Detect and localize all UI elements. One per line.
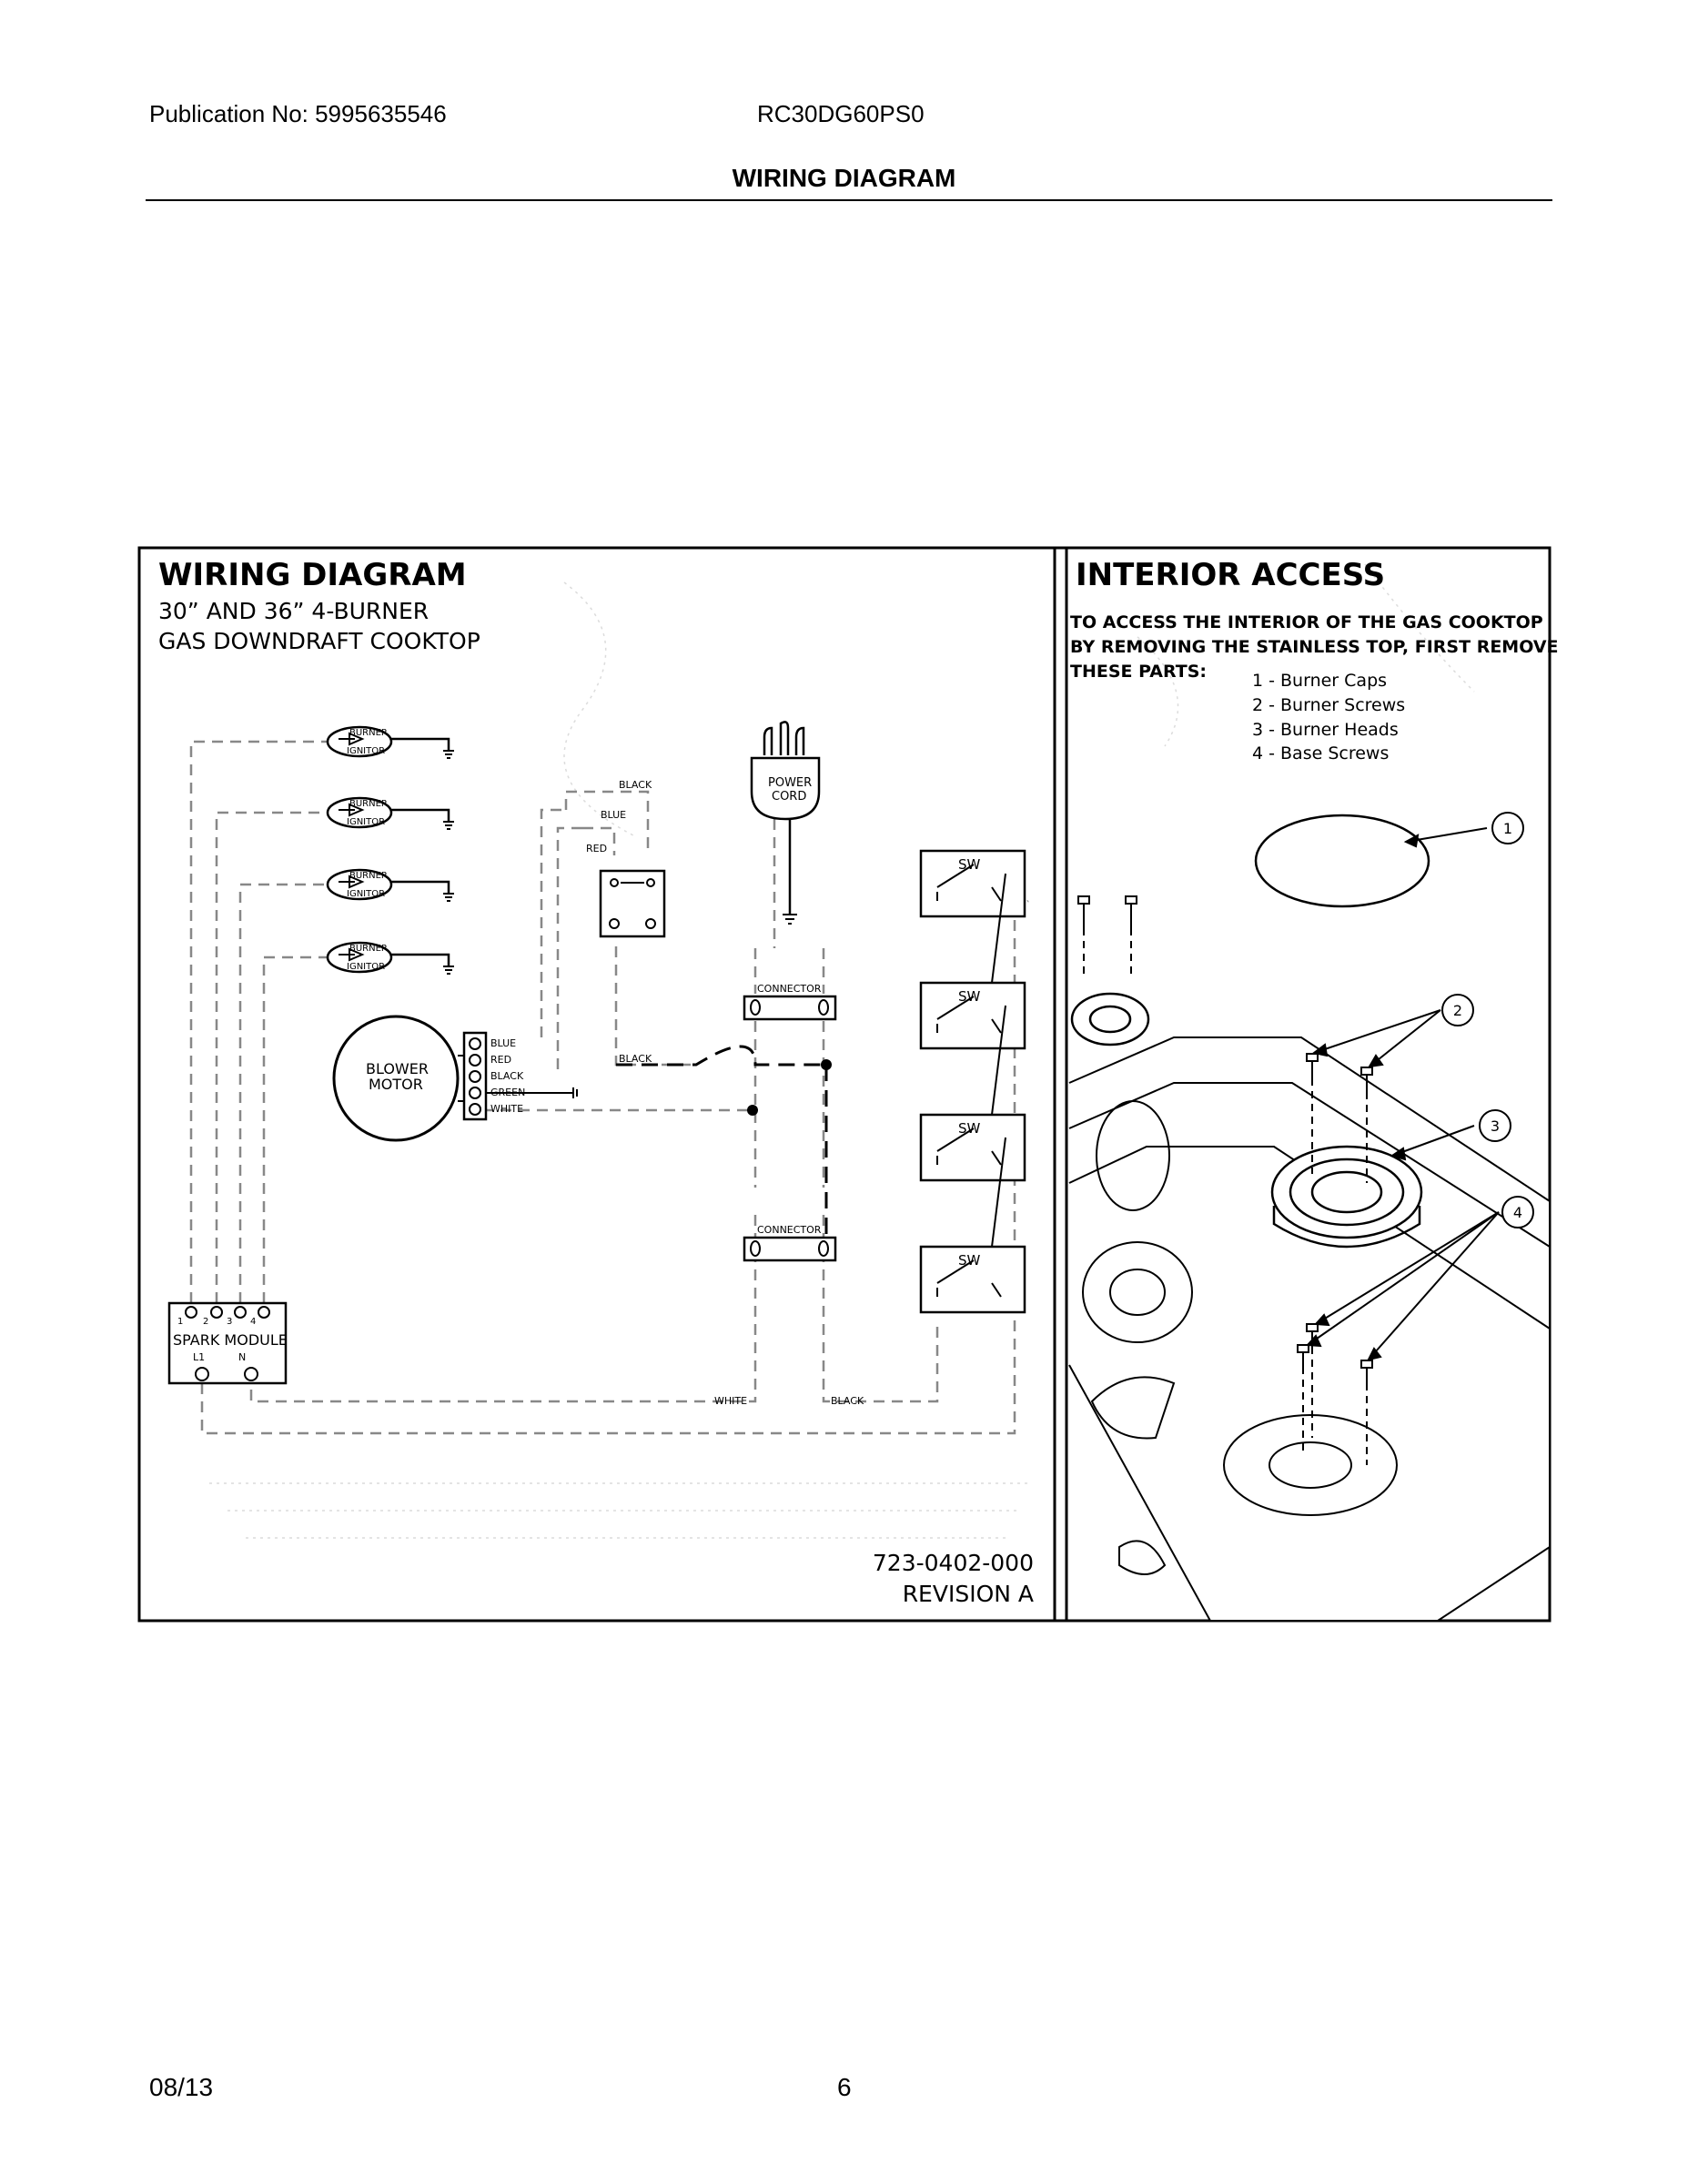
burner-head [1270,1145,1423,1249]
connector-bottom: CONNECTOR [743,1224,837,1262]
svg-text:1: 1 [1503,820,1512,837]
wiring-panel-title: WIRING DIAGRAM [158,557,467,593]
part-item-1: 1 - Burner Caps [1252,671,1387,691]
callout-leaders [1305,827,1500,1361]
burner-ignitor-2: BURNER IGNITOR [326,796,454,830]
motor-wire-green: GREEN [490,1087,525,1098]
svg-text:N: N [238,1351,246,1363]
motor-wire-white: WHITE [490,1103,523,1115]
black-wire-label-mid: BLACK [619,1053,652,1065]
svg-text:IGNITOR: IGNITOR [347,889,385,899]
svg-text:BURNER: BURNER [349,728,388,738]
publication-number: Publication No: 5995635546 [149,100,447,127]
page-title: WIRING DIAGRAM [732,164,956,192]
svg-text:3: 3 [1491,1117,1500,1135]
switch-label-3: SW [958,1120,981,1137]
part-item-3: 3 - Burner Heads [1252,720,1399,740]
svg-text:IGNITOR: IGNITOR [347,746,385,756]
switch-label-1: SW [958,856,981,873]
svg-text:BURNER: BURNER [349,799,388,809]
interior-instruction-2: BY REMOVING THE STAINLESS TOP, FIRST REM… [1070,637,1559,657]
svg-text:3: 3 [227,1317,232,1327]
burner-cap [1254,814,1430,908]
svg-text:2: 2 [203,1317,208,1327]
background-texture [209,563,1475,1539]
switch-label-4: SW [958,1252,981,1269]
burner-head-small [1070,992,1150,1046]
svg-text:CONNECTOR: CONNECTOR [757,983,822,995]
connector-top: CONNECTOR [743,983,837,1021]
motor-wire-black: BLACK [490,1070,524,1082]
svg-text:BURNER: BURNER [349,871,388,881]
part-number: 723-0402-000 [873,1550,1034,1576]
part-item-4: 4 - Base Screws [1252,743,1389,763]
wire-harness [189,740,1029,1435]
svg-text:L1: L1 [193,1351,205,1363]
screw-paths [1083,928,1368,1465]
wiring-subtitle-2: GAS DOWNDRAFT COOKTOP [158,628,480,654]
callout-1: 1 [1491,812,1524,844]
callout-4: 4 [1501,1196,1534,1228]
blower-motor: BLOWER MOTOR [332,1015,578,1142]
revision: REVISION A [903,1581,1034,1607]
relay-wire-blue: BLUE [601,809,626,821]
black-wire-label-bottom: BLACK [831,1395,864,1407]
svg-text:SPARK MODULE: SPARK MODULE [173,1331,288,1349]
junction-dot [821,1059,832,1070]
spark-module: 1 2 3 4 SPARK MODULE L1 N [167,1301,288,1385]
part-item-2: 2 - Burner Screws [1252,695,1405,715]
interior-instruction-3: THESE PARTS: [1070,662,1207,682]
svg-text:POWER: POWER [768,776,812,790]
svg-text:4: 4 [1513,1204,1522,1221]
callout-2: 2 [1441,994,1474,1026]
interior-instruction-1: TO ACCESS THE INTERIOR OF THE GAS COOKTO… [1070,612,1543,632]
model-number: RC30DG60PS0 [757,100,925,127]
footer-date: 08/13 [149,2073,214,2101]
svg-text:2: 2 [1453,1002,1462,1019]
burner-ignitor-4: BURNER IGNITOR [326,941,454,975]
relay-wire-black: BLACK [619,779,652,791]
svg-text:MOTOR: MOTOR [369,1076,423,1093]
white-wire-label: WHITE [714,1395,747,1407]
relay-wire-red: RED [586,843,607,854]
svg-text:IGNITOR: IGNITOR [347,817,385,827]
svg-text:4: 4 [250,1317,256,1327]
switch-contacts [936,864,1006,1298]
svg-text:BURNER: BURNER [349,944,388,954]
power-cord: POWER CORD [750,721,821,925]
motor-wire-blue: BLUE [490,1037,516,1049]
callout-3: 3 [1479,1109,1511,1142]
motor-wire-red: RED [490,1054,511,1066]
interior-panel-title: INTERIOR ACCESS [1076,557,1385,593]
footer-page-number: 6 [837,2073,852,2101]
main-black-wire [616,1045,828,1238]
svg-text:CORD: CORD [772,790,806,804]
switch-label-2: SW [958,988,981,1005]
burner-ignitor-1: BURNER IGNITOR [326,725,454,759]
burner-switches [919,849,1026,1314]
junction-dot [747,1105,758,1116]
svg-text:1: 1 [177,1317,183,1327]
svg-text:BLOWER: BLOWER [366,1060,429,1077]
header-rule [146,199,1552,201]
svg-text:IGNITOR: IGNITOR [347,962,385,972]
relay-switch: BLACK BLUE RED [586,779,666,938]
burner-ignitor-3: BURNER IGNITOR [326,868,454,902]
figure-frame [137,546,1552,1623]
svg-text:CONNECTOR: CONNECTOR [757,1224,822,1236]
wiring-subtitle-1: 30” AND 36” 4-BURNER [158,598,429,624]
